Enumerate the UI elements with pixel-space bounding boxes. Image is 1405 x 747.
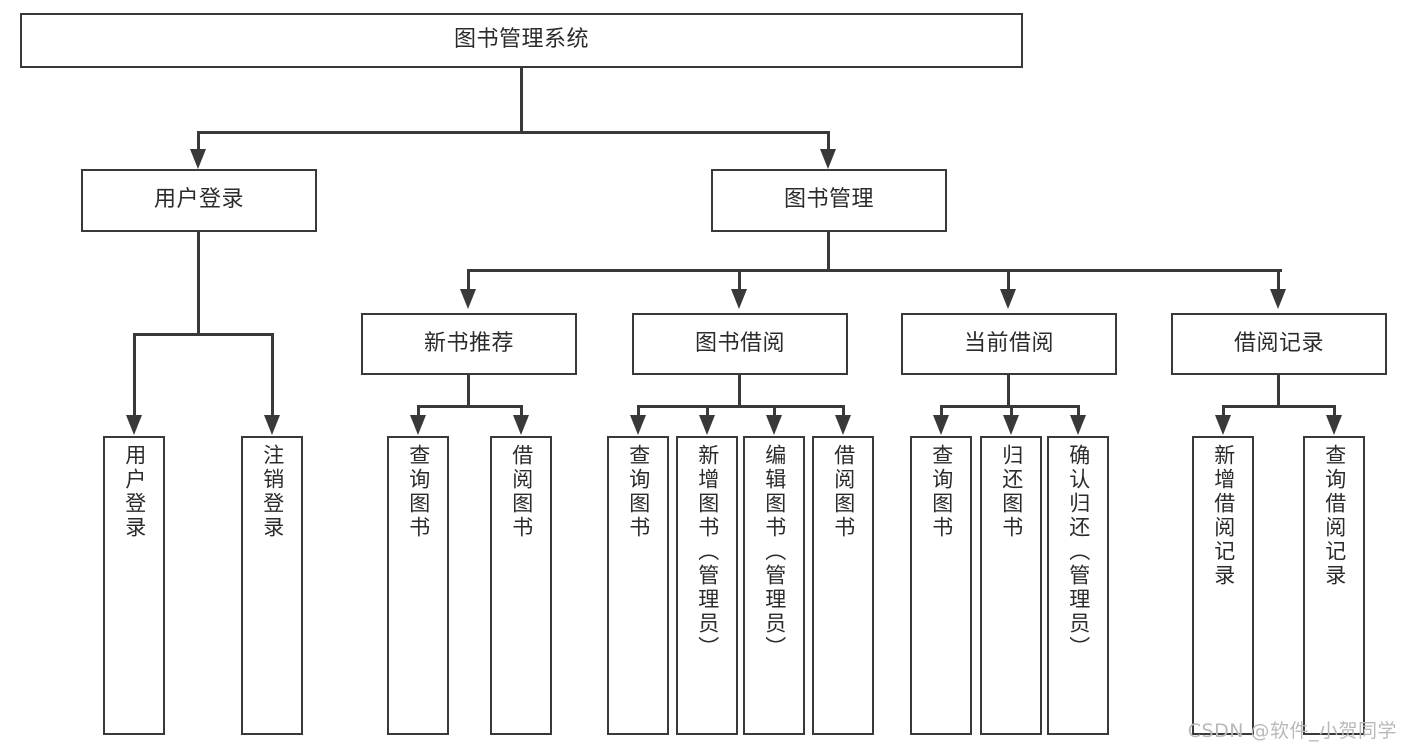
connector-bookborrow-bus [637, 405, 845, 408]
arrow-currentborrow-1 [933, 415, 949, 435]
node-label: 新书推荐 [423, 330, 514, 356]
connector-currentborrow-stem [1007, 375, 1010, 408]
connector-root-stem [520, 68, 523, 133]
arrow-bookborrow-4 [835, 415, 851, 435]
connector-newbook-bus [417, 405, 523, 408]
node-label: 查询图书 [406, 444, 431, 540]
connector-borrowrecord-bus [1222, 405, 1336, 408]
connector-bookborrow-drop-1 [637, 405, 640, 418]
node-label: 借阅记录 [1233, 330, 1324, 356]
node-book-borrow[interactable]: 图书借阅 [632, 313, 848, 375]
connector-borrowrecord-drop-2 [1333, 405, 1336, 418]
arrow-newbook-1 [410, 415, 426, 435]
arrow-level1-left [190, 149, 206, 169]
leaf-user-logout[interactable]: 注销登录 [241, 436, 303, 735]
leaf-borrowrecord-query-record[interactable]: 查询借阅记录 [1303, 436, 1365, 735]
leaf-currentborrow-query-book[interactable]: 查询图书 [910, 436, 972, 735]
arrow-level2-4 [1270, 289, 1286, 309]
connector-userlogin-stem [197, 232, 200, 335]
node-label: 注销登录 [260, 444, 285, 540]
arrow-userlogin-1 [126, 415, 142, 435]
node-label: 图书管理 [783, 187, 874, 213]
node-label: 查询图书 [929, 444, 954, 540]
node-label: 当前借阅 [963, 330, 1054, 356]
node-book-management[interactable]: 图书管理 [711, 169, 947, 232]
arrow-userlogin-2 [264, 415, 280, 435]
node-label: 图书借阅 [694, 330, 785, 356]
connector-level1-drop-right [827, 131, 830, 151]
arrow-borrowrecord-1 [1215, 415, 1231, 435]
connector-level1-bus [197, 131, 830, 134]
connector-newbook-drop-1 [417, 405, 420, 418]
connector-level1-drop-left [197, 131, 200, 151]
connector-bookborrow-drop-2 [706, 405, 709, 418]
connector-bookborrow-drop-4 [842, 405, 845, 418]
arrow-currentborrow-2 [1003, 415, 1019, 435]
connector-bookmgmt-stem [827, 232, 830, 272]
connector-level2-drop-1 [467, 269, 470, 291]
connector-newbook-stem [467, 375, 470, 408]
leaf-bookborrow-edit-book-admin[interactable]: 编辑图书（管理员） [743, 436, 805, 735]
connector-level2-drop-3 [1007, 269, 1010, 291]
leaf-user-login[interactable]: 用户登录 [103, 436, 165, 735]
node-new-book-recommend[interactable]: 新书推荐 [361, 313, 577, 375]
node-label: 归还图书 [999, 444, 1024, 540]
connector-userlogin-bus [133, 333, 273, 336]
arrow-borrowrecord-2 [1326, 415, 1342, 435]
connector-level2-bus [467, 269, 1282, 272]
node-label: 借阅图书 [831, 444, 856, 540]
leaf-currentborrow-confirm-return-admin[interactable]: 确认归还（管理员） [1047, 436, 1109, 735]
leaf-currentborrow-return-book[interactable]: 归还图书 [980, 436, 1042, 735]
leaf-newbook-query-book[interactable]: 查询图书 [387, 436, 449, 735]
node-user-login[interactable]: 用户登录 [81, 169, 317, 232]
connector-currentborrow-drop-1 [940, 405, 943, 418]
node-label: 用户登录 [153, 187, 244, 213]
leaf-newbook-borrow-book[interactable]: 借阅图书 [490, 436, 552, 735]
arrow-level2-2 [731, 289, 747, 309]
arrow-currentborrow-3 [1070, 415, 1086, 435]
arrow-level1-right [820, 149, 836, 169]
node-label: 确认归还（管理员） [1066, 444, 1091, 660]
leaf-borrowrecord-add-record[interactable]: 新增借阅记录 [1192, 436, 1254, 735]
connector-borrowrecord-stem [1277, 375, 1280, 408]
leaf-bookborrow-query-book[interactable]: 查询图书 [607, 436, 669, 735]
node-label: 图书管理系统 [453, 27, 589, 53]
connector-bookborrow-stem [738, 375, 741, 408]
connector-currentborrow-drop-2 [1010, 405, 1013, 418]
node-label: 用户登录 [122, 444, 147, 540]
arrow-bookborrow-3 [766, 415, 782, 435]
arrow-level2-3 [1000, 289, 1016, 309]
arrow-bookborrow-1 [630, 415, 646, 435]
node-current-borrow[interactable]: 当前借阅 [901, 313, 1117, 375]
node-label: 借阅图书 [509, 444, 534, 540]
connector-borrowrecord-drop-1 [1222, 405, 1225, 418]
node-label: 编辑图书（管理员） [762, 444, 787, 660]
connector-bookborrow-drop-3 [773, 405, 776, 418]
arrow-level2-1 [460, 289, 476, 309]
connector-level2-drop-2 [738, 269, 741, 291]
connector-userlogin-drop-2 [271, 333, 274, 418]
connector-level2-drop-4 [1277, 269, 1280, 291]
node-borrow-record[interactable]: 借阅记录 [1171, 313, 1387, 375]
connector-newbook-drop-2 [520, 405, 523, 418]
node-label: 查询图书 [626, 444, 651, 540]
arrow-newbook-2 [513, 415, 529, 435]
node-label: 新增图书（管理员） [695, 444, 720, 660]
arrow-bookborrow-2 [699, 415, 715, 435]
connector-userlogin-drop-1 [133, 333, 136, 418]
leaf-bookborrow-add-book-admin[interactable]: 新增图书（管理员） [676, 436, 738, 735]
leaf-bookborrow-borrow-book[interactable]: 借阅图书 [812, 436, 874, 735]
watermark-text: CSDN @软件_小贺同学 [1187, 720, 1397, 742]
connector-currentborrow-drop-3 [1077, 405, 1080, 418]
node-root-book-management-system[interactable]: 图书管理系统 [20, 13, 1023, 68]
node-label: 新增借阅记录 [1211, 444, 1236, 588]
node-label: 查询借阅记录 [1322, 444, 1347, 588]
